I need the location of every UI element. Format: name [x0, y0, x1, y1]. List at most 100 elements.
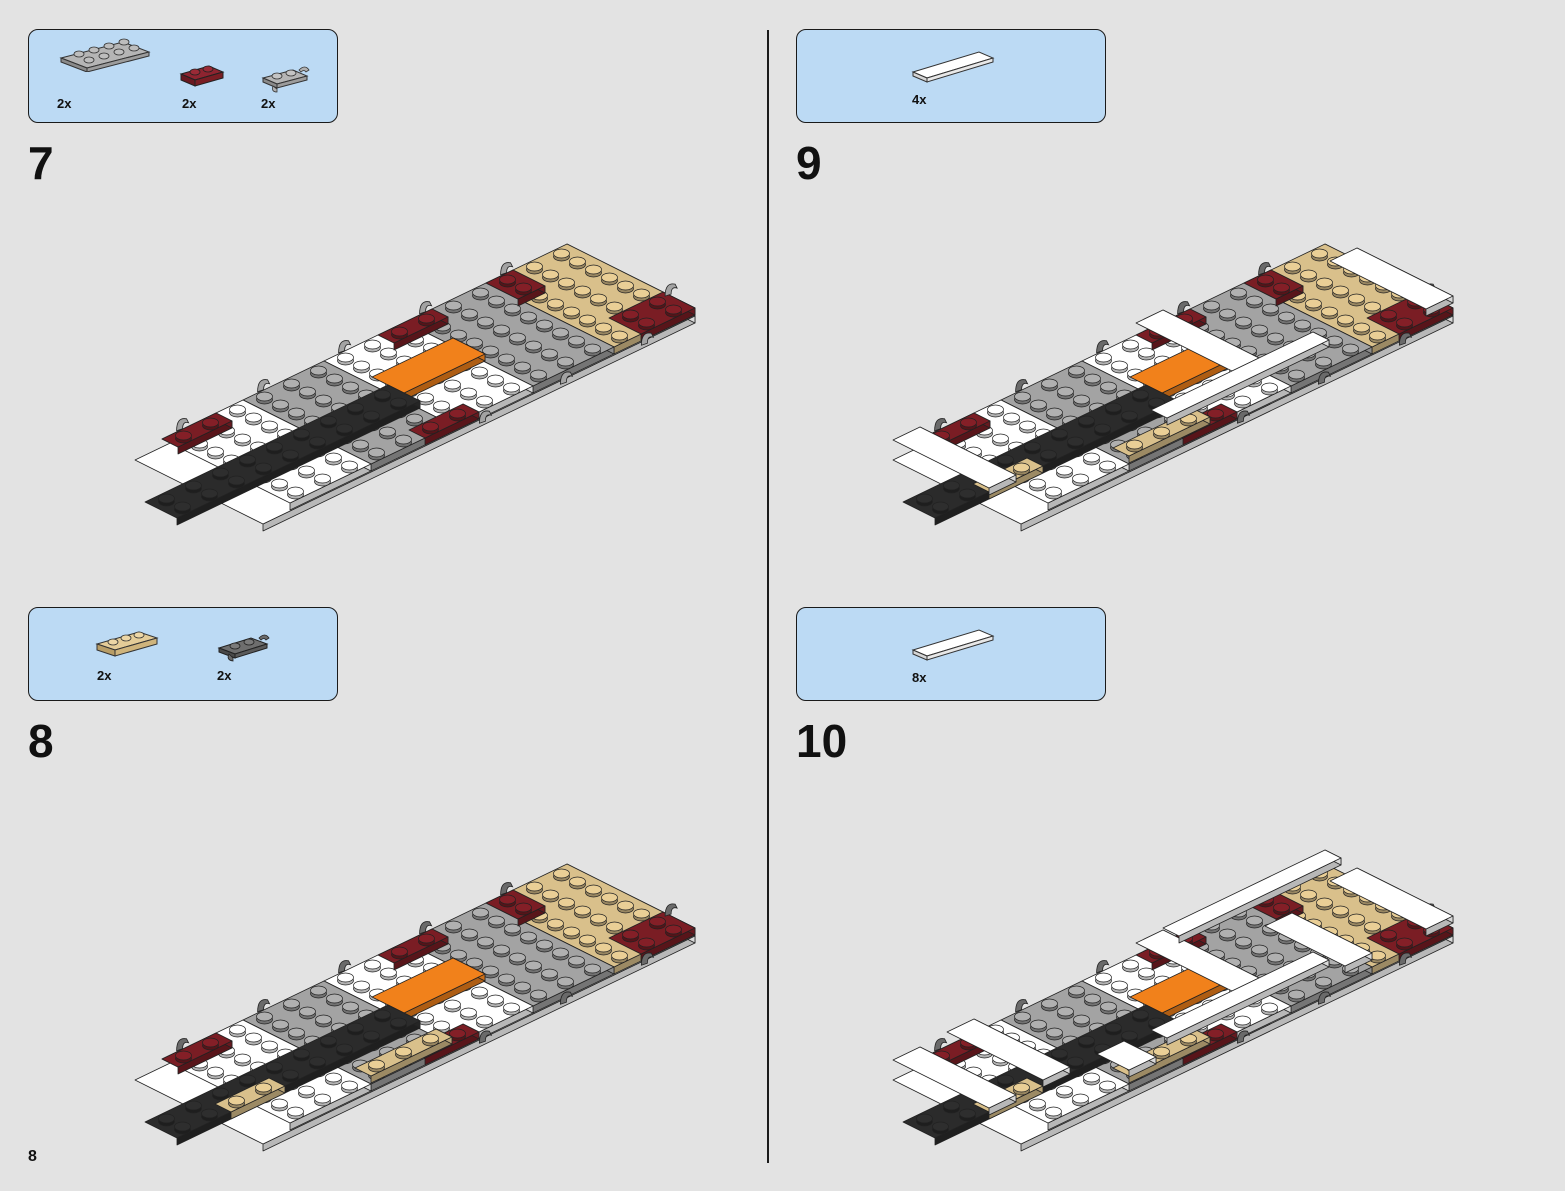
part-qty: 2x — [261, 96, 275, 111]
stud — [559, 898, 575, 907]
stud — [289, 1028, 305, 1037]
stud — [1014, 463, 1030, 472]
stud — [267, 1062, 283, 1071]
stud — [548, 299, 564, 308]
stud — [1354, 323, 1370, 332]
stud — [1079, 416, 1095, 425]
stud — [310, 1057, 326, 1066]
stud — [1370, 331, 1386, 340]
stud — [1030, 479, 1046, 488]
stud — [477, 396, 493, 405]
column-divider — [767, 30, 769, 1163]
stud — [273, 1020, 289, 1029]
stud — [494, 325, 510, 334]
stud — [944, 1101, 960, 1110]
stud — [175, 502, 191, 511]
stud — [186, 1101, 202, 1110]
stud — [1052, 429, 1068, 438]
stud — [407, 414, 423, 423]
stud — [175, 1122, 191, 1131]
stud — [1122, 1031, 1138, 1040]
stud — [537, 940, 553, 949]
stud — [202, 489, 218, 498]
stud — [1317, 278, 1333, 287]
stud — [548, 919, 564, 928]
stud — [472, 987, 488, 996]
stud — [348, 1023, 364, 1032]
stud — [1235, 1016, 1251, 1025]
parts-callout-step-7: 2x 2x 2x — [28, 29, 338, 123]
light-gray-plate-2x4-icon — [57, 38, 153, 72]
stud — [473, 908, 489, 917]
stud — [1074, 395, 1090, 404]
stud — [342, 461, 358, 470]
stud — [310, 437, 326, 446]
stud — [634, 289, 650, 298]
stud — [1041, 450, 1057, 459]
stud — [342, 1081, 358, 1090]
stud — [461, 388, 477, 397]
stud — [488, 995, 504, 1004]
stud — [186, 481, 202, 490]
stud — [607, 302, 623, 311]
stud — [283, 1070, 299, 1079]
stud — [1095, 424, 1111, 433]
stud — [591, 914, 607, 923]
stud — [1274, 903, 1290, 912]
stud — [553, 948, 569, 957]
stud — [1235, 396, 1251, 405]
stud — [960, 489, 976, 498]
stud — [1106, 1023, 1122, 1032]
stud — [666, 925, 682, 934]
stud — [283, 450, 299, 459]
stud — [1397, 318, 1413, 327]
stud — [1262, 383, 1278, 392]
stud — [1057, 466, 1073, 475]
stud — [380, 427, 396, 436]
stud — [917, 494, 933, 503]
stud — [558, 977, 574, 986]
stud — [299, 1086, 315, 1095]
stud — [1381, 310, 1397, 319]
stud — [623, 930, 639, 939]
stud — [1100, 1081, 1116, 1090]
stud — [1122, 411, 1138, 420]
stud — [917, 1114, 933, 1123]
stud — [586, 265, 602, 274]
stud — [1085, 374, 1101, 383]
stud — [1004, 413, 1020, 422]
stud — [933, 1122, 949, 1131]
stud — [315, 474, 331, 483]
stud — [321, 1036, 337, 1045]
stud — [960, 1109, 976, 1118]
stud — [294, 1049, 310, 1058]
step-number: 7 — [28, 140, 54, 186]
stud — [1381, 930, 1397, 939]
stud — [256, 463, 272, 472]
stud — [542, 349, 558, 358]
stud — [531, 990, 547, 999]
stud — [1268, 333, 1284, 342]
stud — [1079, 1036, 1095, 1045]
stud — [1317, 898, 1333, 907]
stud — [392, 327, 408, 336]
stud — [300, 1007, 316, 1016]
stud — [650, 297, 666, 306]
stud — [176, 1051, 192, 1060]
stud — [1073, 474, 1089, 483]
stud — [543, 890, 559, 899]
stud — [1268, 953, 1284, 962]
stud — [1069, 366, 1085, 375]
stud — [434, 401, 450, 410]
stud — [650, 917, 666, 926]
stud — [1316, 977, 1332, 986]
stud — [343, 1002, 359, 1011]
stud — [288, 487, 304, 496]
stud — [585, 344, 601, 353]
step-number: 9 — [796, 140, 822, 186]
stud — [515, 362, 531, 371]
stud — [450, 409, 466, 418]
stud — [446, 921, 462, 930]
stud — [1100, 461, 1116, 470]
stud — [1262, 1003, 1278, 1012]
